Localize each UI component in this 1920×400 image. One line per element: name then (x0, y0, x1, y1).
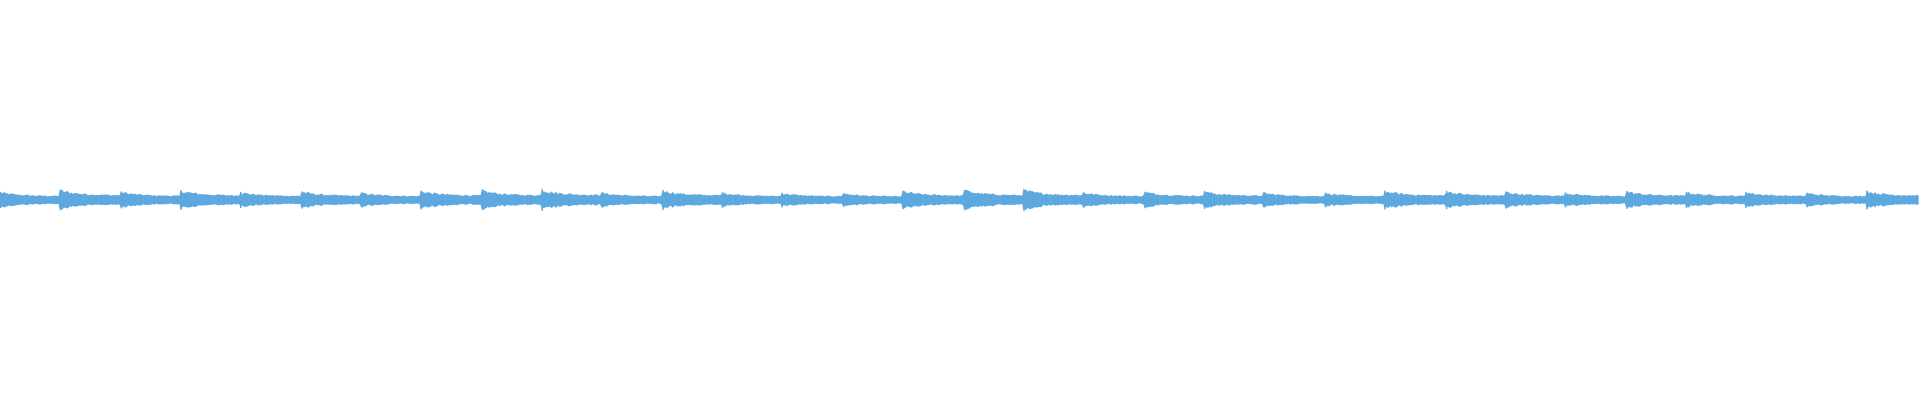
waveform-onset-31 (1866, 190, 1868, 210)
waveform-onset-4 (240, 191, 242, 208)
waveform-onset-6 (361, 192, 363, 208)
waveform-onset-27 (1626, 191, 1628, 209)
waveform-onset-20 (1203, 191, 1206, 209)
waveform-onset-11 (662, 190, 664, 210)
waveform-onset-17 (1023, 189, 1025, 211)
waveform-onset-19 (1144, 191, 1146, 209)
waveform-onset-13 (781, 192, 783, 208)
waveform-onset-29 (1745, 191, 1747, 208)
waveform-onset-24 (1445, 190, 1448, 210)
waveform-onset-18 (1082, 192, 1085, 208)
waveform-onset-16 (963, 189, 966, 211)
waveform-onset-23 (1384, 190, 1386, 210)
waveform-onset-15 (902, 190, 904, 210)
waveform-onset-30 (1806, 192, 1809, 208)
waveform-onset-5 (301, 191, 303, 209)
waveform-shape (0, 188, 1919, 211)
waveform-onset-21 (1263, 192, 1265, 208)
waveform-onset-7 (420, 190, 422, 210)
waveform-bars (0, 188, 1919, 211)
waveform-onset-12 (721, 192, 724, 208)
waveform-onset-22 (1324, 192, 1327, 208)
waveform-onset-10 (601, 192, 603, 208)
waveform-onset-2 (121, 191, 123, 209)
waveform-onset-25 (1505, 191, 1507, 209)
waveform-onset-8 (481, 190, 484, 210)
waveform-onset-0 (0, 191, 2, 208)
waveform-onset-26 (1564, 192, 1567, 208)
waveform-onset-3 (180, 190, 182, 210)
waveform-onset-14 (842, 193, 845, 207)
waveform-onset-1 (59, 189, 61, 211)
waveform-onset-28 (1685, 191, 1688, 208)
waveform-onset-9 (541, 189, 543, 211)
